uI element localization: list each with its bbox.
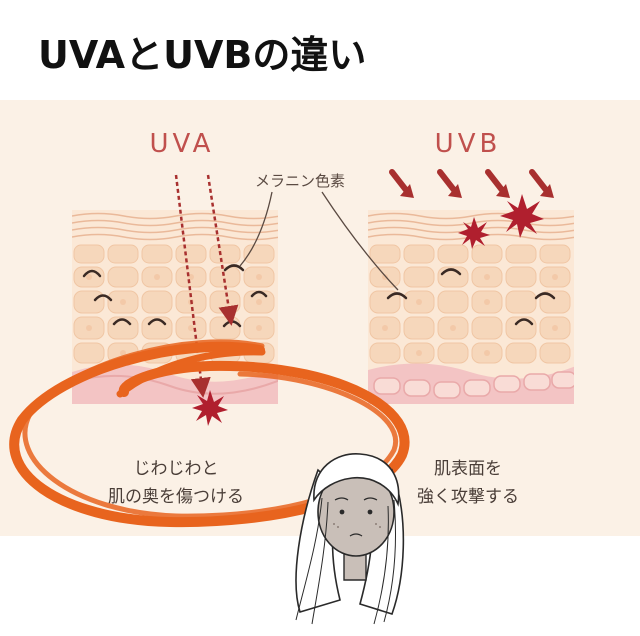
uvb-arrowheads [400,184,554,198]
diagonal-arrow-icon [437,169,457,193]
diagonal-arrow-icon [529,169,549,193]
starburst-damage-icon [458,217,490,249]
woman-face-icon [295,453,405,625]
uvb-caption-line2: 強く攻撃する [417,487,519,507]
starburst-damage-icon [500,194,544,238]
uvb-arrows [389,169,549,193]
down-arrow-dashed-icon [206,174,239,326]
melanin-caps-right [386,268,556,326]
scribble-circle-icon [9,339,410,528]
uva-caption-line2: 肌の奥を傷つける [108,487,244,507]
page-title: UVAとUVBの違い [38,33,367,77]
uva-caption-line1: じわじわと [134,459,219,479]
starburst-damage-icon [192,390,228,426]
uvb-caption-line1: 肌表面を [434,459,502,479]
uva-label: UVA [150,129,215,159]
melanin-label: メラニン色素 [255,172,345,190]
diagonal-arrow-icon [485,169,505,193]
diagonal-arrow-icon [389,169,409,193]
uvb-label: UVB [435,129,502,159]
melanin-pointer-lines [239,191,399,291]
